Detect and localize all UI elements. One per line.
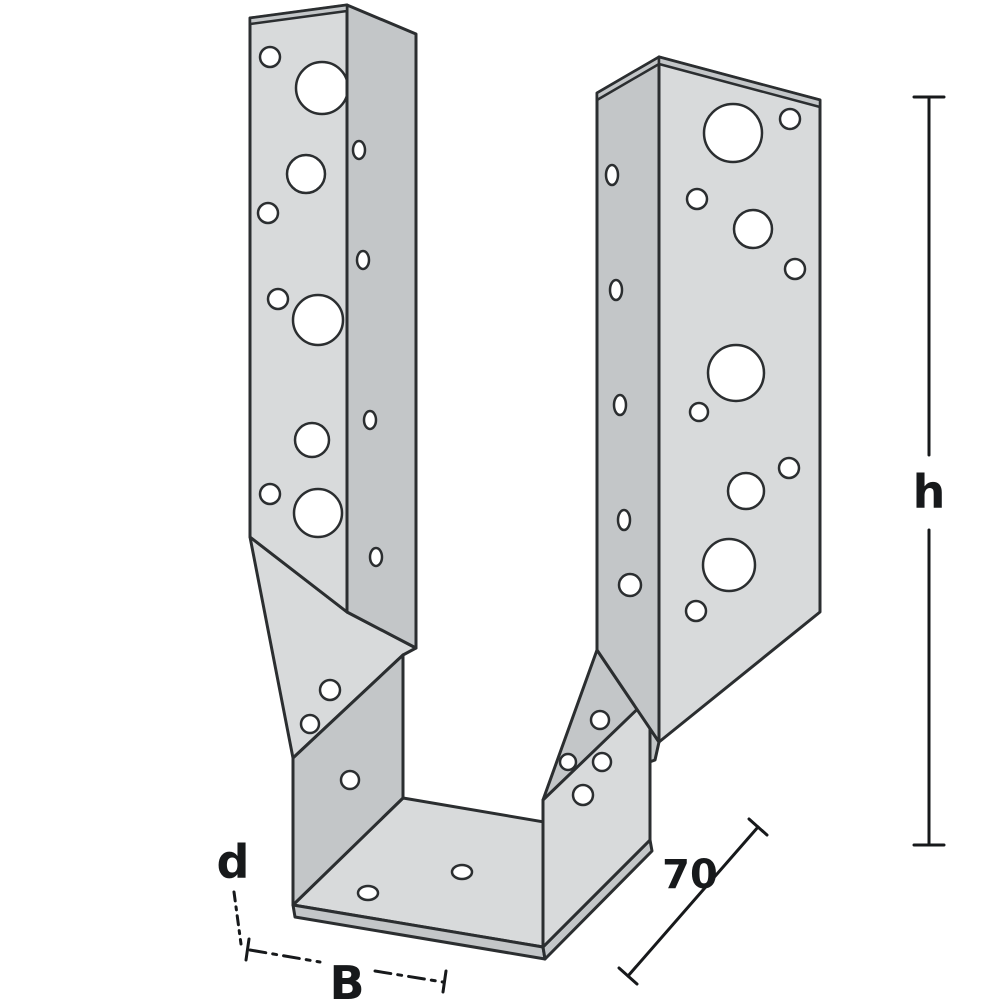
hole-slot [368,546,384,568]
hole-medium [293,421,331,459]
width-label: B [329,956,364,1000]
hole-small [688,401,710,423]
right-flange-edge-strip [595,55,661,744]
left-flange [248,3,418,650]
dimension-depth: 70 [617,817,769,986]
height-label: h [913,465,946,519]
hole-small [778,107,802,131]
hole-slot [351,139,367,161]
thickness-label: d [217,835,250,889]
dimension-height: h [912,95,946,847]
right-flange-top-edge-right [657,55,822,109]
hole-slot [616,508,632,532]
hole-small [589,709,611,731]
right-lower-section [541,648,661,949]
hole-small [591,751,613,773]
hole-large [294,60,350,116]
width-dimension-line-left [248,948,322,964]
width-tick-left [244,937,251,962]
hole-small [258,45,282,69]
hole-large [702,102,764,164]
hole-slot [604,163,620,187]
hole-slot [608,278,624,302]
width-tick-right [441,969,448,994]
dimension-width: B [244,937,448,1000]
hole-small [266,287,290,311]
hole-small [685,187,709,211]
hole-small [256,201,280,225]
depth-tick-end [747,817,769,837]
hole-slot [362,409,378,431]
hole-base-small [450,863,474,881]
right-flange [595,55,822,744]
hole-large [701,537,757,593]
depth-dimension-line [626,825,760,978]
hole-small [777,456,801,480]
hole-large [706,343,766,403]
hole-small [783,257,807,281]
hole-small [258,482,282,506]
hole-small [318,678,342,702]
left-flange-edge-strip [345,3,418,650]
hole-medium [285,153,327,195]
depth-tick-start [617,966,639,986]
left-flange-top-edge [248,3,349,26]
hole-small [299,713,321,735]
hole-small [684,599,708,623]
hole-slot [612,393,628,417]
hole-large [291,293,345,347]
width-dimension-line-right [373,969,445,984]
hole-medium [732,208,774,250]
hole-base-small [356,884,380,902]
hole-slot [355,249,371,271]
hole-small [571,783,595,807]
hole-small [558,752,578,772]
depth-label: 70 [662,852,718,898]
hole-large [292,487,344,539]
hole-small [339,769,361,791]
thickness-leader-line [232,890,243,946]
dimension-thickness: d [217,835,250,946]
hole-medium [726,471,766,511]
hole-small [617,572,643,598]
